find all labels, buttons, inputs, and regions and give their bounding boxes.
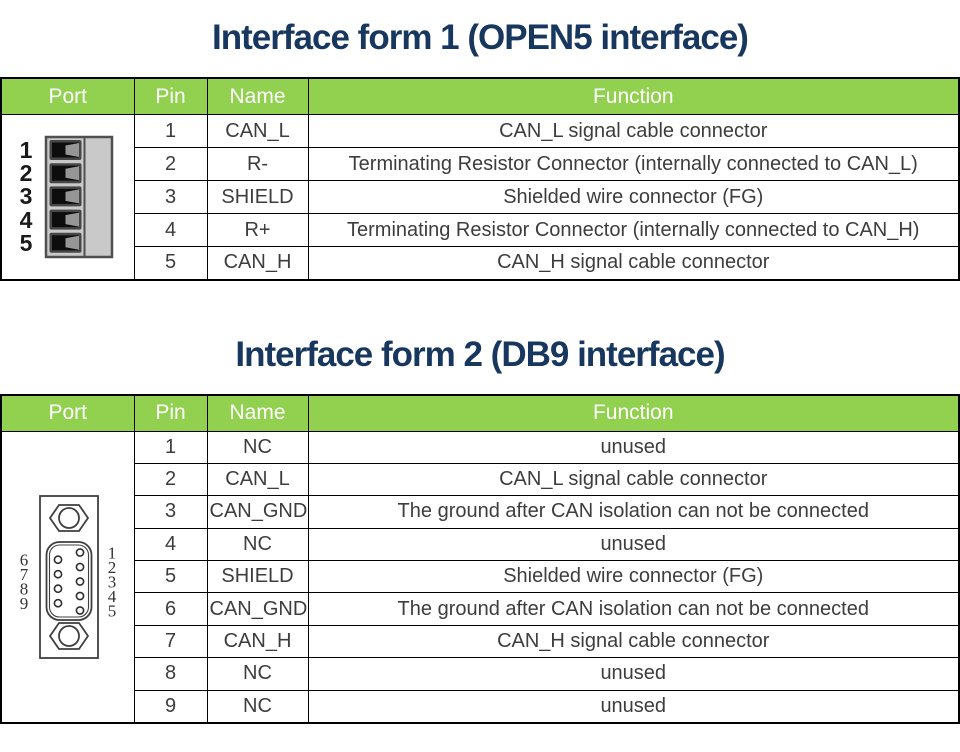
pin-cell: 8 (133, 657, 208, 691)
column-header-pin: Pin (133, 394, 208, 432)
name-cell: SHIELD (206, 180, 309, 214)
name-cell: R- (206, 147, 309, 181)
terminal-socket (49, 209, 82, 230)
pin-cell: 2 (133, 462, 208, 497)
function-cell: CAN_L signal cable connector (307, 114, 960, 148)
pin-cell: 6 (133, 592, 208, 626)
name-cell: CAN_GND (206, 495, 309, 529)
function-cell: Shielded wire connector (FG) (307, 180, 960, 214)
section2-title: Interface form 2 (DB9 interface) (235, 334, 725, 374)
db9-pin-label: 6 (20, 550, 29, 569)
terminal-pin-label: 1 (19, 137, 32, 163)
port-graphic-cell: 6 7 8 9 1 2 3 4 5 (0, 430, 135, 724)
name-cell: SHIELD (206, 560, 309, 594)
db9-pin-label: 1 (108, 543, 117, 562)
table-row: 6 CAN_GND The ground after CAN isolation… (1, 592, 960, 626)
name-cell: CAN_H (206, 246, 309, 280)
pin-cell: 2 (133, 147, 208, 181)
db9-pin-label: 7 (20, 565, 29, 584)
db9-connector-icon: 6 7 8 9 1 2 3 4 5 (20, 494, 117, 659)
port-graphic-cell: 1 2 3 4 5 (0, 114, 135, 280)
pin-holes (53, 547, 85, 615)
db9-pin-label: 4 (108, 587, 117, 606)
section1-title: Interface form 1 (OPEN5 interface) (212, 18, 749, 57)
table-row: 3 SHIELD Shielded wire connector (FG) (1, 180, 960, 214)
terminal-pin-label: 4 (19, 207, 32, 233)
pin-cell: 5 (133, 560, 208, 594)
column-header-port: Port (0, 77, 135, 115)
name-cell: NC (206, 689, 309, 724)
column-header-port: Port (0, 394, 135, 432)
header-row: Port Pin Name Function (0, 77, 960, 115)
column-header-function: Function (307, 394, 960, 432)
pin-cell: 1 (133, 114, 208, 148)
terminal-block-connector-icon: 1 2 3 4 5 (19, 135, 113, 258)
function-cell: unused (307, 430, 960, 464)
table-row: 2 CAN_L CAN_L signal cable connector (1, 462, 960, 497)
column-header-pin: Pin (133, 77, 208, 115)
pin-cell: 9 (133, 689, 208, 724)
screw-nut (48, 621, 89, 650)
column-header-name: Name (206, 77, 309, 115)
function-cell: Terminating Resistor Connector (internal… (307, 213, 960, 247)
db9-pin-label: 9 (20, 594, 29, 613)
column-header-name: Name (206, 394, 309, 432)
name-cell: CAN_L (206, 462, 309, 497)
db9-pin-label: 8 (20, 579, 29, 598)
table-row: 4 NC unused (1, 527, 960, 562)
terminal-socket (49, 139, 82, 160)
table-row: 1 2 3 4 5 1 CAN_L CAN_L signal cable con… (0, 114, 960, 280)
column-header-function: Function (307, 77, 960, 115)
table-row: 8 NC unused (1, 657, 960, 691)
terminal-pin-label: 5 (19, 230, 32, 256)
terminal-pin-label: 2 (19, 160, 32, 186)
table-row: 6 7 8 9 1 2 3 4 5 1 NC unused (0, 430, 960, 724)
db9-pin-label: 2 (108, 558, 117, 577)
function-cell: unused (307, 527, 960, 562)
pin-cell: 3 (133, 180, 208, 214)
pin-cell: 7 (133, 624, 208, 659)
terminal-socket (49, 162, 82, 183)
open5-interface-table: Port Pin Name Function (0, 77, 960, 281)
pin-cell: 4 (133, 527, 208, 562)
db9-pin-label: 5 (108, 601, 117, 620)
terminal-socket (49, 186, 82, 207)
name-cell: NC (206, 430, 309, 464)
table-row: 9 NC unused (1, 689, 960, 724)
function-cell: The ground after CAN isolation can not b… (307, 495, 960, 529)
table-row: 5 CAN_H CAN_H signal cable connector (1, 246, 960, 280)
name-cell: R+ (206, 213, 309, 247)
pin-cell: 4 (133, 213, 208, 247)
table-row: 4 R+ Terminating Resistor Connector (int… (1, 213, 960, 247)
db9-pin-label: 3 (108, 572, 117, 591)
dsub-shell (45, 540, 93, 621)
function-cell: CAN_H signal cable connector (307, 246, 960, 280)
name-cell: CAN_H (206, 624, 309, 659)
pin-cell: 5 (133, 246, 208, 280)
name-cell: NC (206, 527, 309, 562)
function-cell: Shielded wire connector (FG) (307, 560, 960, 594)
name-cell: CAN_GND (206, 592, 309, 626)
table-row: 7 CAN_H CAN_H signal cable connector (1, 624, 960, 659)
table-row: 3 CAN_GND The ground after CAN isolation… (1, 495, 960, 529)
pin-cell: 3 (133, 495, 208, 529)
name-cell: CAN_L (206, 114, 309, 148)
function-cell: The ground after CAN isolation can not b… (307, 592, 960, 626)
table-row: 2 R- Terminating Resistor Connector (int… (1, 147, 960, 181)
name-cell: NC (206, 657, 309, 691)
function-cell: Terminating Resistor Connector (internal… (307, 147, 960, 181)
terminal-pin-label: 3 (19, 183, 32, 209)
terminal-socket (49, 232, 82, 253)
screw-nut (48, 503, 89, 532)
function-cell: unused (307, 689, 960, 724)
header-row: Port Pin Name Function (0, 394, 960, 432)
pin-cell: 1 (133, 430, 208, 464)
function-cell: CAN_L signal cable connector (307, 462, 960, 497)
table-row: 5 SHIELD Shielded wire connector (FG) (1, 560, 960, 594)
db9-interface-table: Port Pin Name Function (0, 393, 960, 724)
function-cell: CAN_H signal cable connector (307, 624, 960, 659)
function-cell: unused (307, 657, 960, 691)
